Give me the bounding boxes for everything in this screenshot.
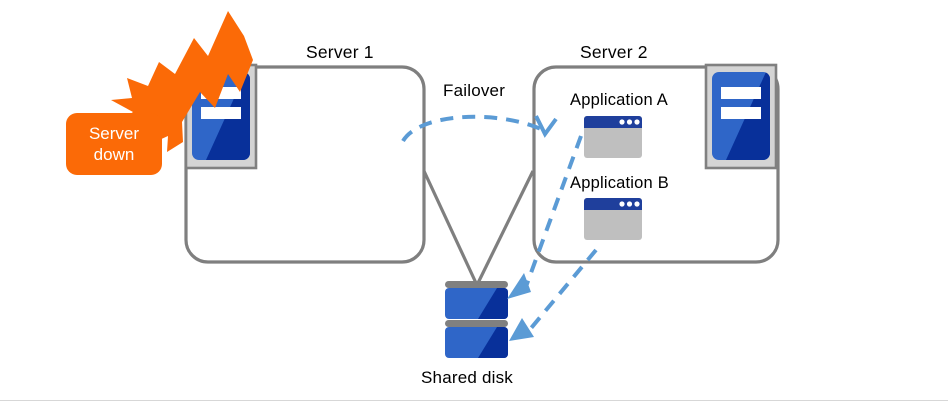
status-badge	[66, 113, 162, 175]
dashed-curved-arrow	[401, 114, 558, 143]
shared-disk-label: Shared disk	[421, 368, 513, 387]
application-window-icon	[584, 116, 642, 158]
server-2-title: Server 2	[580, 42, 648, 62]
server-1-title: Server 1	[306, 42, 374, 62]
server-down-callout: Server down	[66, 123, 162, 165]
application-a-label: Application A	[570, 91, 668, 109]
dashed-arrow-app-a-to-disk	[507, 135, 583, 299]
failover-label: Failover	[443, 81, 506, 100]
callout-line-1: Server	[88, 124, 140, 143]
server-icon	[704, 63, 778, 170]
dashed-arrow-app-b-to-disk	[509, 248, 598, 341]
application-window-icon	[584, 198, 642, 240]
disk-stack-icon	[445, 281, 508, 358]
callout-line-2: down	[93, 145, 135, 164]
connector-server1-to-disk	[422, 170, 478, 284]
application-b-label: Application B	[570, 174, 669, 192]
connector-server2-to-disk	[476, 170, 535, 284]
